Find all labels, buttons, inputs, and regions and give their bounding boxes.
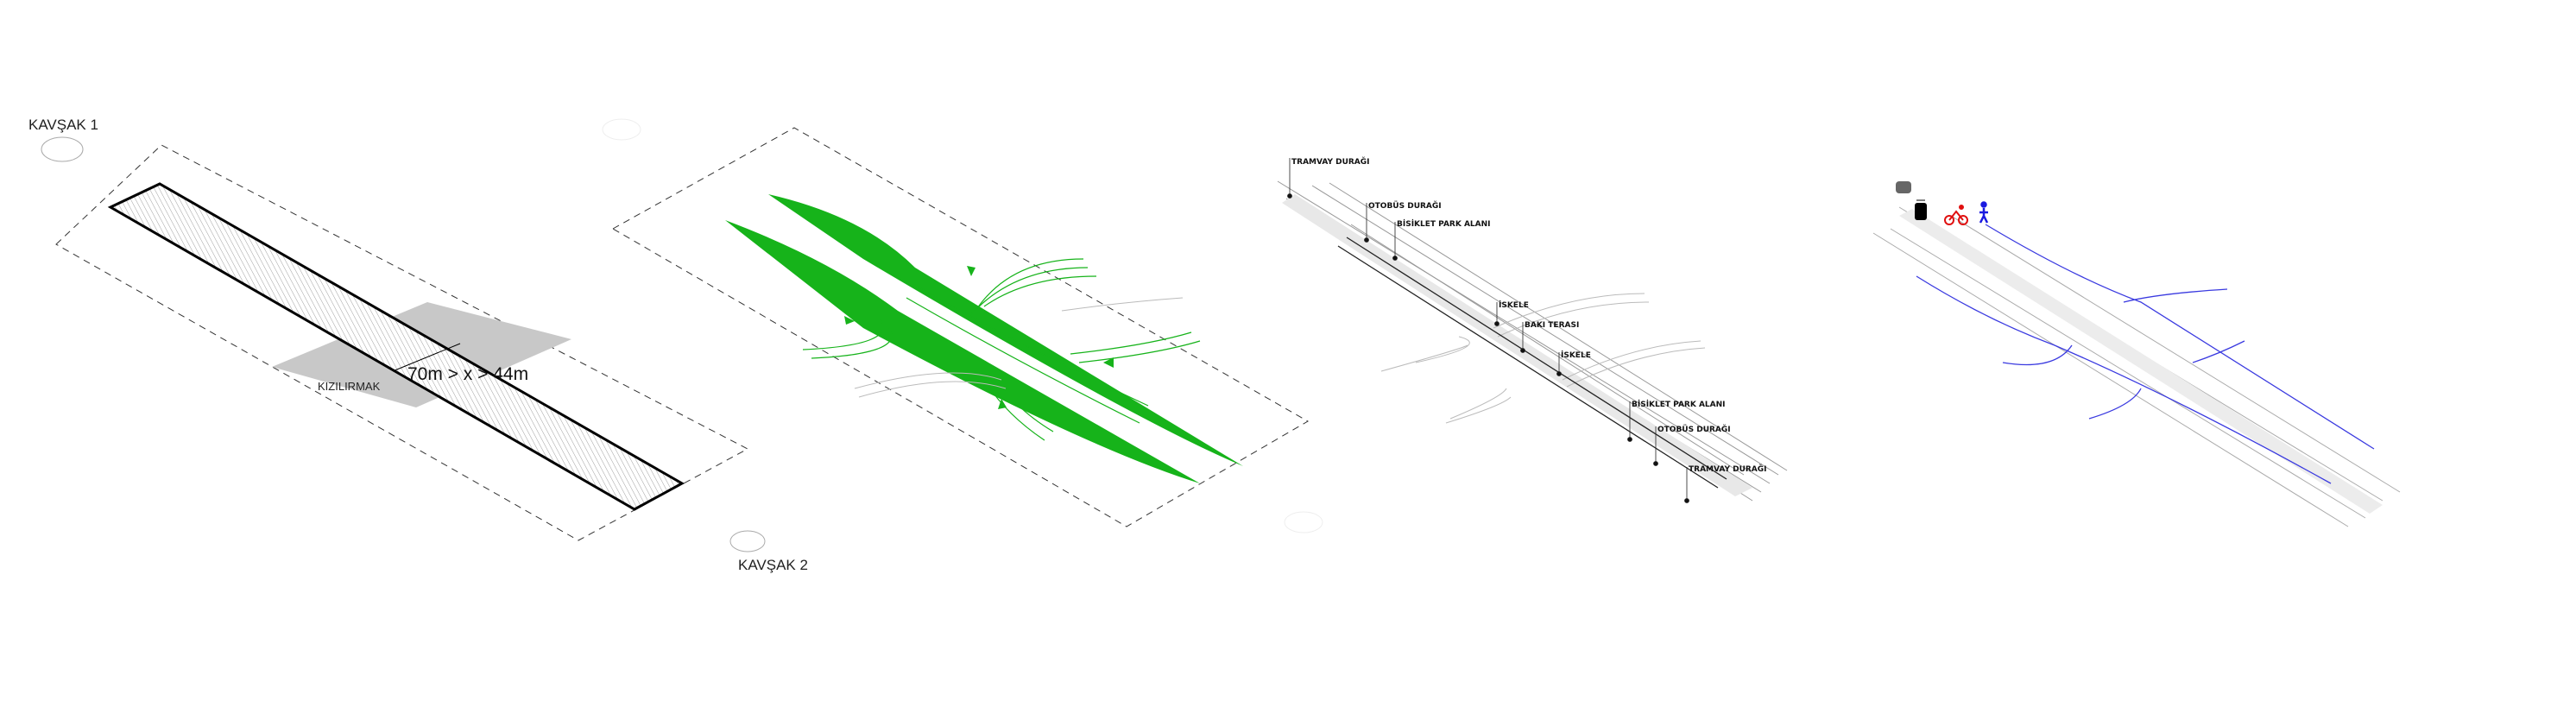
width-constraint-label: 70m > x > 44m (407, 364, 528, 384)
site-boundary (55, 144, 749, 541)
tram-icon (1915, 199, 1927, 220)
site-boundary-2 (611, 127, 1310, 527)
arrow-icon (967, 266, 975, 276)
corridor-hatch (107, 182, 685, 511)
label-bike-park-2: BİSİKLET PARK ALANI (1632, 400, 1726, 409)
program-labels (1287, 158, 1689, 503)
panel-program: TRAMVAY DURAĞI OTOBÜS DURAĞI BİSİKLET PA… (1277, 156, 1788, 503)
junction-1-label: KAVŞAK 1 (28, 117, 98, 133)
junction-1-marker (41, 136, 84, 162)
label-bus-stop-1: OTOBÜS DURAĞI (1368, 200, 1442, 211)
width-dimension-arrow (392, 343, 461, 372)
label-tram-stop-2: TRAMVAY DURAĞI (1689, 464, 1767, 474)
junction-2-marker (729, 530, 766, 552)
label-tram-stop-1: TRAMVAY DURAĞI (1291, 156, 1370, 167)
river-label: KIZILIRMAK (318, 380, 381, 393)
panel-green-flows (602, 118, 1323, 533)
junction-2-label: KAVŞAK 2 (738, 557, 808, 573)
arrow-icon (1103, 357, 1114, 368)
arrow-icon (844, 316, 855, 325)
arrow-icon (998, 399, 1007, 409)
pedestrian-paths (1916, 224, 2375, 484)
green-strip-south (725, 220, 1200, 483)
panel-site-constraints: 70m > x > 44m KIZILIRMAK KAVŞAK 1 KAVŞAK… (28, 117, 808, 573)
green-strip-north (768, 194, 1243, 466)
panel-mobility (1872, 181, 2401, 527)
pedestrian-icon (1979, 201, 1989, 224)
label-pier-2: İSKELE (1561, 350, 1591, 360)
flow-arrows (844, 266, 1114, 409)
label-bike-park-1: BİSİKLET PARK ALANI (1397, 219, 1491, 229)
bicycle-icon (1944, 205, 1968, 225)
label-bus-stop-2: OTOBÜS DURAĞI (1657, 424, 1731, 434)
label-viewing-terrace: BAKI TERASI (1525, 321, 1579, 330)
label-pier-1: İSKELE (1499, 300, 1529, 310)
car-icon (1896, 181, 1911, 193)
